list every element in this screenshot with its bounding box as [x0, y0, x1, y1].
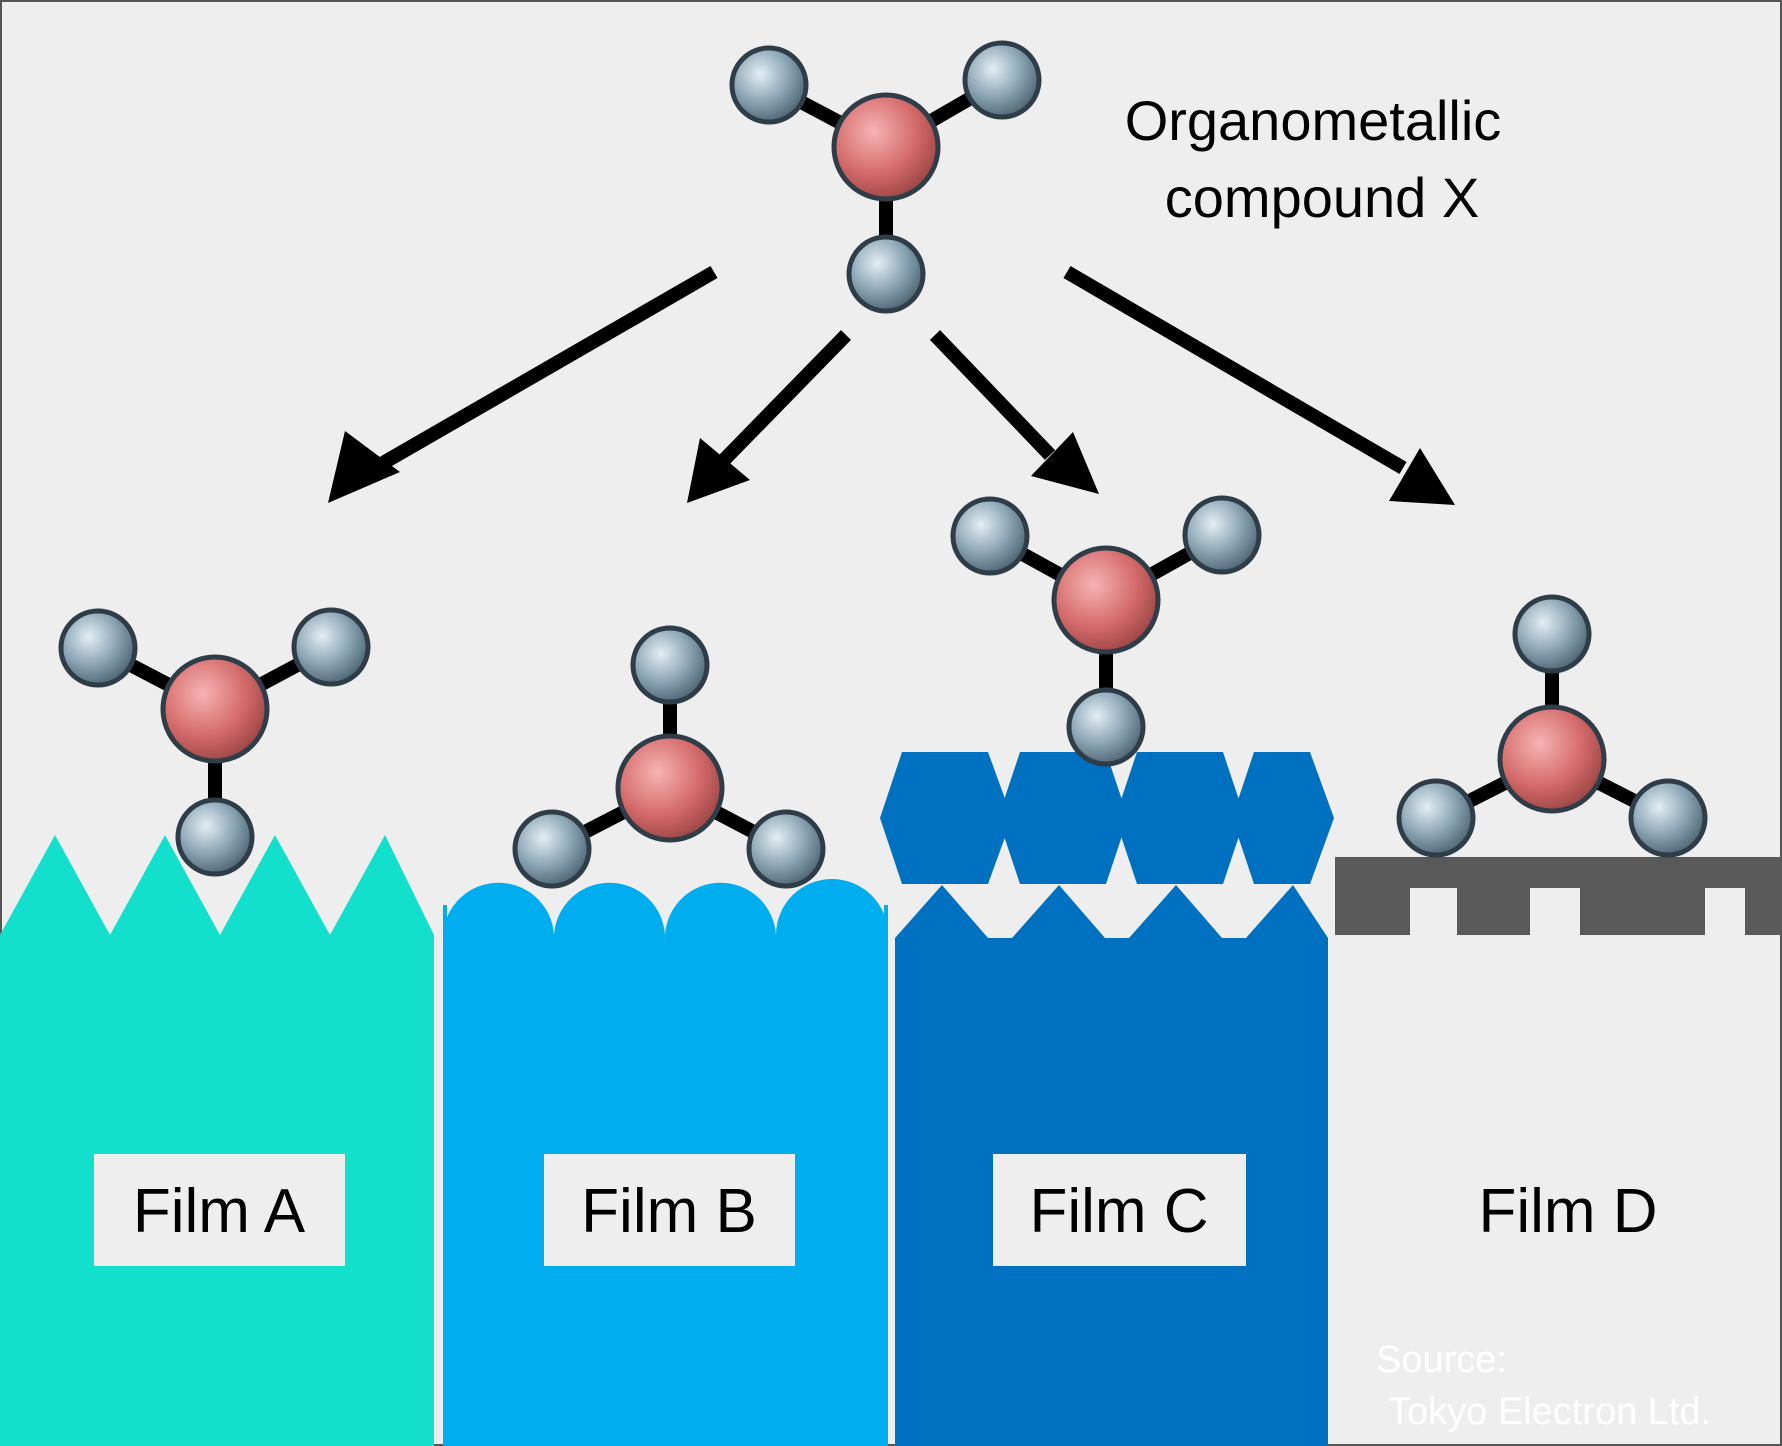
ligand-atom	[1066, 687, 1146, 767]
arrow-to-film-a	[328, 265, 718, 503]
film-a-label: Film A	[94, 1154, 345, 1266]
compound-label-line1: Organometallic	[1125, 89, 1502, 152]
film-d-substrate	[1335, 857, 1782, 1446]
ligand-atom	[729, 45, 809, 125]
film-c-label: Film C	[993, 1154, 1246, 1266]
metal-atom	[831, 92, 941, 202]
molecule-film-a	[58, 607, 371, 877]
compound-label-line2: compound X	[1165, 166, 1479, 229]
film-c-label-text: Film C	[1029, 1177, 1208, 1246]
arrow-to-film-c	[929, 330, 1099, 494]
film-b-label-text: Film B	[581, 1177, 757, 1246]
film-a-substrate	[0, 835, 434, 1446]
film-c-substrate	[880, 752, 1334, 1446]
film-d-label-text: Film D	[1478, 1177, 1657, 1246]
ligand-atom	[175, 797, 255, 877]
molecule-film-b	[512, 625, 826, 889]
arrow-to-film-b	[687, 330, 852, 503]
molecule-film-d	[1396, 594, 1708, 858]
ligand-atom	[630, 625, 710, 705]
molecule-compound-x	[729, 40, 1042, 314]
metal-atom	[1497, 704, 1607, 814]
metal-atom	[1051, 545, 1161, 655]
film-d-label: Film D	[1442, 1154, 1695, 1266]
ligand-atom	[962, 40, 1042, 120]
ligand-atom	[1628, 778, 1708, 858]
ligand-atom	[1512, 594, 1592, 674]
ligand-atom	[846, 234, 926, 314]
source-line1: Source:	[1376, 1339, 1507, 1381]
ligand-atom	[950, 496, 1030, 576]
metal-atom	[160, 654, 270, 764]
arrows	[328, 265, 1455, 505]
film-a-label-text: Film A	[133, 1177, 306, 1246]
ligand-atom	[58, 608, 138, 688]
ligand-atom	[1182, 495, 1262, 575]
arrow-to-film-d	[1063, 265, 1455, 505]
film-b-label: Film B	[544, 1154, 795, 1266]
ligand-atom	[746, 809, 826, 889]
ligand-atom	[291, 607, 371, 687]
molecule-film-c	[950, 495, 1262, 767]
ligand-atom	[1396, 778, 1476, 858]
ligand-atom	[512, 809, 592, 889]
source-line2: Tokyo Electron Ltd.	[1388, 1391, 1711, 1433]
metal-atom	[615, 733, 725, 843]
